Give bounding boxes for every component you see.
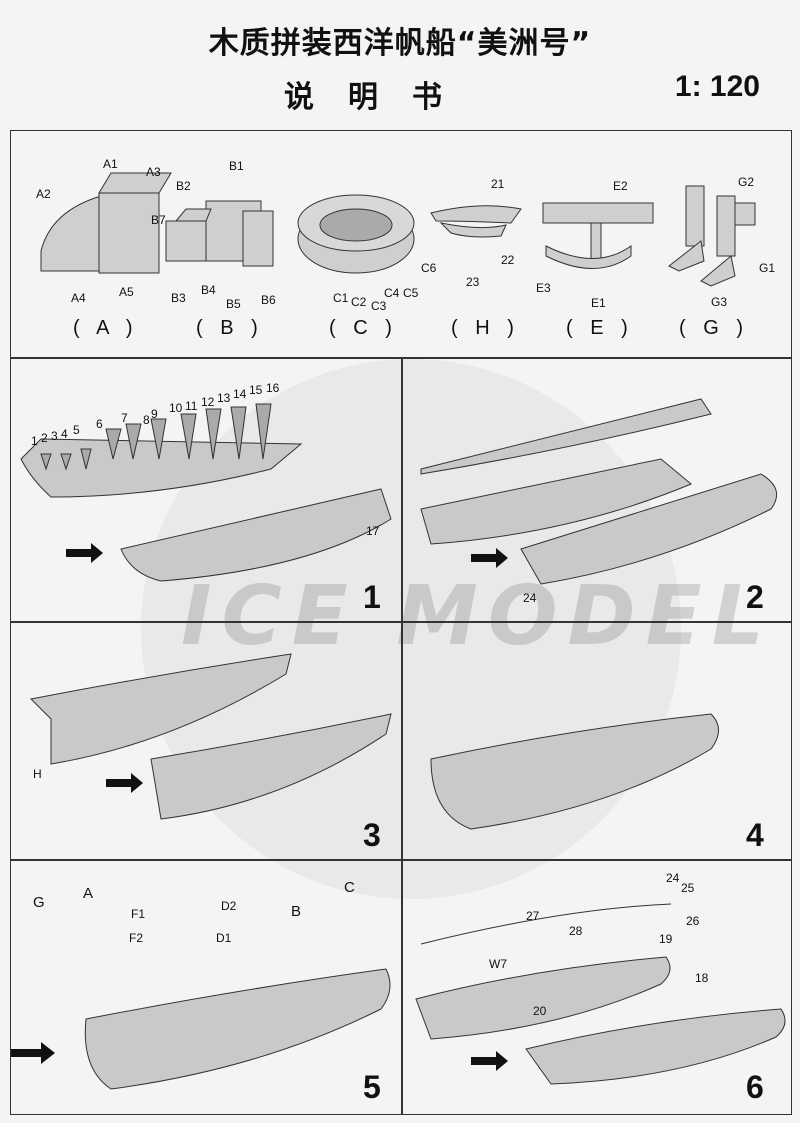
grid-divider-2	[11, 859, 791, 861]
part-label-c1: C1	[333, 291, 349, 305]
step1-label-6: 6	[96, 417, 103, 431]
part-label-a5: A5	[119, 285, 134, 299]
step1-label-17: 17	[366, 524, 380, 538]
part-label-g1: G1	[759, 261, 776, 275]
step2-label-24: 24	[523, 591, 537, 605]
step-number-5: 5	[363, 1069, 381, 1105]
part-label-e1: E1	[591, 296, 606, 310]
step5-label-b: B	[291, 903, 302, 920]
step5-label-f1: F1	[131, 907, 146, 921]
part-label-b3: B3	[171, 291, 186, 305]
step1-label-2: 2	[41, 431, 48, 445]
step6-label-28: 28	[569, 924, 583, 938]
watermark-text: ICE MODEL	[181, 569, 774, 664]
part-label-b4: B4	[201, 283, 216, 297]
step1-label-16: 16	[266, 381, 280, 395]
step1-label-11: 11	[185, 399, 198, 413]
part-label-c4: C4	[384, 286, 400, 300]
step1-label-4: 4	[61, 427, 68, 441]
part-label-c5: C5	[403, 286, 419, 300]
group-label-h: ( H )	[451, 317, 520, 339]
step1-label-9: 9	[151, 407, 158, 421]
step5-label-f2: F2	[129, 931, 144, 945]
part-label-a1: A1	[103, 157, 118, 171]
part-label-c2: C2	[351, 295, 367, 309]
step-number-1: 1	[363, 579, 381, 615]
part-label-a4: A4	[71, 291, 86, 305]
step-number-4: 4	[746, 817, 764, 853]
step1-label-12: 12	[201, 395, 215, 409]
part-label-g3: G3	[711, 295, 728, 309]
step1-label-1: 1	[31, 434, 38, 448]
part-label-e2: E2	[613, 179, 628, 193]
parts-panel: A1 A2 A3 A4 A5 B1 B2 B7 B3 B4 B5 B6 C1 C…	[10, 130, 792, 358]
step1-label-7: 7	[121, 411, 128, 425]
document-subtitle: 说明书	[284, 80, 476, 115]
part-label-b6: B6	[261, 293, 276, 307]
steps-drawings	[11, 398, 786, 1090]
part-label-b2: B2	[176, 179, 191, 193]
step-number-6: 6	[746, 1069, 764, 1105]
part-label-a2: A2	[36, 187, 51, 201]
scale-label: 1: 120	[674, 70, 760, 103]
step1-label-13: 13	[217, 391, 231, 405]
grid-divider-1	[11, 621, 791, 623]
step1-label-10: 10	[169, 401, 183, 415]
part-label-g2: G2	[738, 175, 755, 189]
group-label-b: ( B )	[196, 317, 264, 339]
step5-label-d2: D2	[221, 899, 237, 913]
step5-label-c: C	[344, 879, 355, 896]
step6-label-w7: W7	[489, 957, 507, 971]
step1-label-8: 8	[143, 413, 150, 427]
group-label-c: ( C )	[329, 317, 398, 339]
grid-divider-vertical	[401, 359, 403, 1114]
part-label-21: 21	[491, 177, 505, 191]
step5-label-a: A	[83, 885, 94, 902]
step-number-2: 2	[746, 579, 764, 615]
steps-grid: ICE MODEL	[10, 358, 792, 1115]
parts-drawings	[40, 172, 756, 287]
group-label-e: ( E )	[566, 317, 634, 339]
part-label-23: 23	[466, 275, 480, 289]
step6-label-19: 19	[659, 932, 673, 946]
part-label-a3: A3	[146, 165, 161, 179]
step6-label-24: 24	[666, 871, 680, 885]
step1-label-3: 3	[51, 429, 58, 443]
group-label-g: ( G )	[679, 317, 749, 339]
step6-label-18: 18	[695, 971, 709, 985]
step1-label-14: 14	[233, 387, 247, 401]
part-label-22: 22	[501, 253, 515, 267]
document-title: 木质拼装西洋帆船“美洲号”	[208, 26, 592, 61]
part-label-c6: C6	[421, 261, 437, 275]
part-label-e3: E3	[536, 281, 551, 295]
part-label-b7: B7	[151, 213, 166, 227]
step5-label-d1: D1	[216, 931, 232, 945]
group-label-a: ( A )	[73, 317, 139, 339]
step6-label-25: 25	[681, 881, 695, 895]
step1-label-15: 15	[249, 383, 263, 397]
step1-label-5: 5	[73, 423, 80, 437]
part-label-b5: B5	[226, 297, 241, 311]
part-label-c3: C3	[371, 299, 387, 313]
part-label-b1: B1	[229, 159, 244, 173]
step6-label-27: 27	[526, 909, 540, 923]
step5-label-g: G	[33, 894, 45, 911]
step-number-3: 3	[363, 817, 381, 853]
step6-label-20: 20	[533, 1004, 547, 1018]
step3-label-h: H	[33, 767, 42, 781]
step6-label-26: 26	[686, 914, 700, 928]
